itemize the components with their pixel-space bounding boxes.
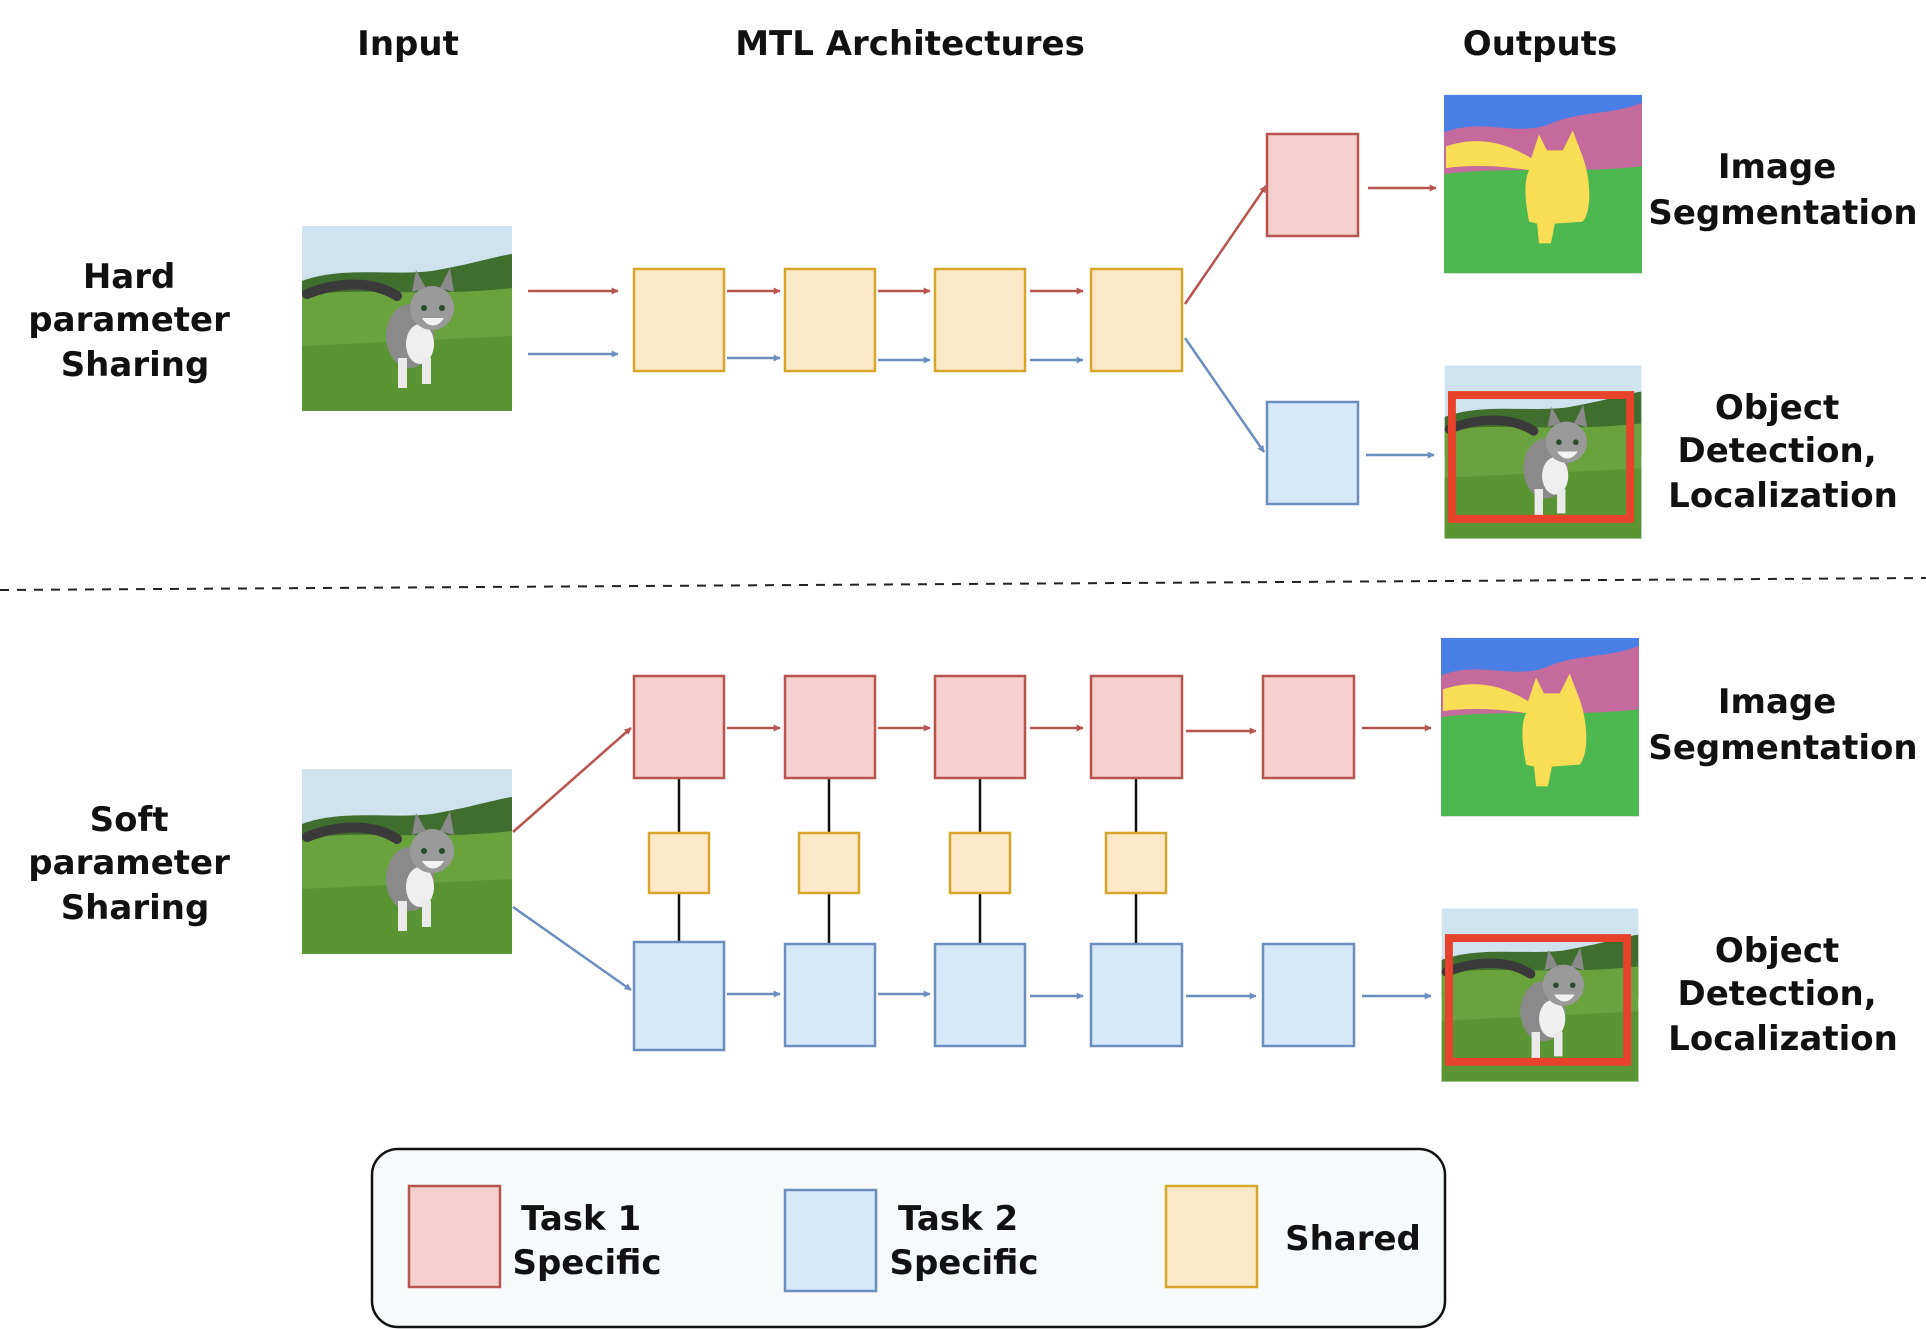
legend-task1-line: Specific [512, 1243, 661, 1283]
soft-connectors [677, 778, 1138, 944]
output-segmentation-label-soft: Image Segmentation [1648, 682, 1917, 768]
hard-arrows-blue [528, 337, 1435, 459]
legend-shared-label: Shared [1285, 1219, 1421, 1259]
detection-box-icon [1442, 908, 1639, 1081]
shared-layer-block [933, 267, 1027, 373]
legend-task2-swatch [783, 1188, 878, 1293]
detection-label-line: Localization [1668, 476, 1898, 516]
legend-task1-swatch [407, 1184, 502, 1289]
detection-label-line: Object [1715, 388, 1839, 428]
soft-task1-layers [632, 674, 1356, 780]
task1-layer-block [933, 674, 1027, 780]
segmentation-mask-icon [1441, 637, 1639, 817]
legend: Task 1 Specific Task 2 Specific Shared [370, 1147, 1447, 1329]
section-divider [0, 577, 1926, 591]
arrow-icon [1183, 337, 1266, 453]
task2-layer-block [783, 942, 877, 1048]
legend-task2-label: Task 2 Specific [889, 1199, 1038, 1283]
task2-head-block [1265, 400, 1360, 506]
segmentation-label-line: Image [1718, 682, 1836, 722]
hard-sharing-label: Hard parameter Sharing [28, 257, 241, 385]
segmentation-label-line: Image [1718, 147, 1836, 187]
header-input: Input [357, 24, 459, 64]
shared-link-block [1104, 831, 1168, 895]
hard-shared-layers [632, 267, 1184, 373]
task2-layer-block [632, 940, 726, 1052]
soft-shared-links [647, 831, 1168, 895]
soft-label-line: Sharing [61, 888, 210, 928]
header-mtl-architectures: MTL Architectures [735, 24, 1085, 64]
shared-link-block [948, 831, 1012, 895]
hard-label-line: parameter [28, 300, 230, 340]
soft-label-line: parameter [28, 843, 230, 883]
hard-label-line: Sharing [61, 345, 210, 385]
task1-layer-block [632, 674, 726, 780]
header-outputs: Outputs [1463, 24, 1617, 64]
legend-task1-label: Task 1 Specific [512, 1199, 661, 1283]
legend-task2-line: Specific [889, 1243, 1038, 1283]
segmentation-label-line: Segmentation [1648, 193, 1917, 233]
detection-label-line: Detection, [1678, 431, 1877, 471]
segmentation-mask-icon [1444, 94, 1642, 274]
task1-layer-block [1089, 674, 1184, 780]
input-kitten-photo-hard [302, 226, 512, 411]
soft-arrows-blue [512, 905, 1432, 1000]
input-kitten-photo-soft [302, 769, 512, 954]
shared-layer-block [632, 267, 726, 373]
detection-box-icon [1445, 365, 1642, 538]
detection-label-line: Localization [1668, 1019, 1898, 1059]
task2-layer-block [1261, 942, 1356, 1048]
arrow-icon [1183, 185, 1268, 305]
hard-arrows-red [528, 184, 1437, 305]
legend-task2-line: Task 2 [898, 1199, 1018, 1239]
output-detection-label-hard: Object Detection, Localization [1668, 388, 1898, 516]
segmentation-label-line: Segmentation [1648, 728, 1917, 768]
soft-label-line: Soft [90, 800, 169, 840]
output-segmentation-label-hard: Image Segmentation [1648, 147, 1917, 233]
task1-layer-block [783, 674, 877, 780]
legend-shared-swatch [1164, 1184, 1259, 1289]
task2-layer-block [933, 942, 1027, 1048]
detection-label-line: Object [1715, 931, 1839, 971]
soft-sharing-label: Soft parameter Sharing [28, 800, 241, 928]
task1-head-block [1265, 132, 1360, 238]
task1-layer-block [1261, 674, 1356, 780]
shared-layer-block [783, 267, 877, 373]
shared-layer-block [1089, 267, 1184, 373]
arrow-icon [512, 905, 632, 992]
shared-link-block [797, 831, 861, 895]
detection-label-line: Detection, [1678, 974, 1877, 1014]
task2-layer-block [1089, 942, 1184, 1048]
soft-arrows-red [512, 724, 1432, 833]
hard-label-line: Hard [83, 257, 176, 297]
output-detection-label-soft: Object Detection, Localization [1668, 931, 1898, 1059]
arrow-icon [512, 727, 632, 833]
shared-link-block [647, 831, 711, 895]
legend-task1-line: Task 1 [521, 1199, 641, 1239]
soft-task2-layers [632, 940, 1356, 1052]
